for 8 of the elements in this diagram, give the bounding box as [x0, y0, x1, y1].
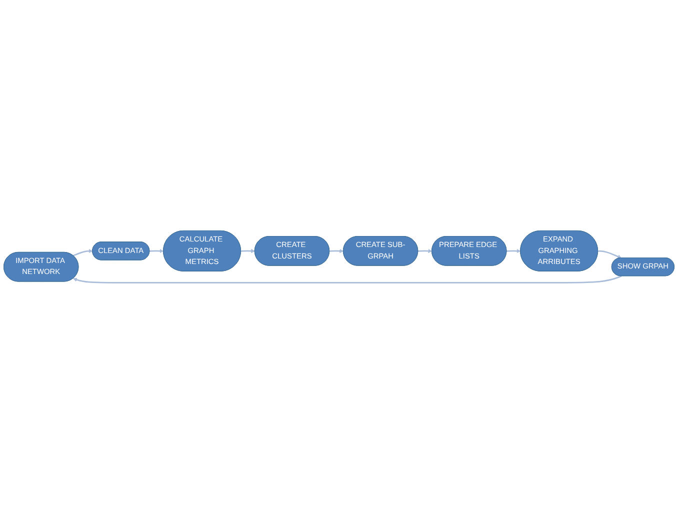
arrow	[72, 275, 622, 284]
arrow	[150, 248, 164, 253]
arrow	[598, 250, 622, 258]
arrow	[240, 248, 256, 253]
arrow	[72, 248, 93, 256]
arrow	[418, 248, 432, 253]
arrow	[506, 248, 521, 253]
arrow	[329, 248, 344, 253]
